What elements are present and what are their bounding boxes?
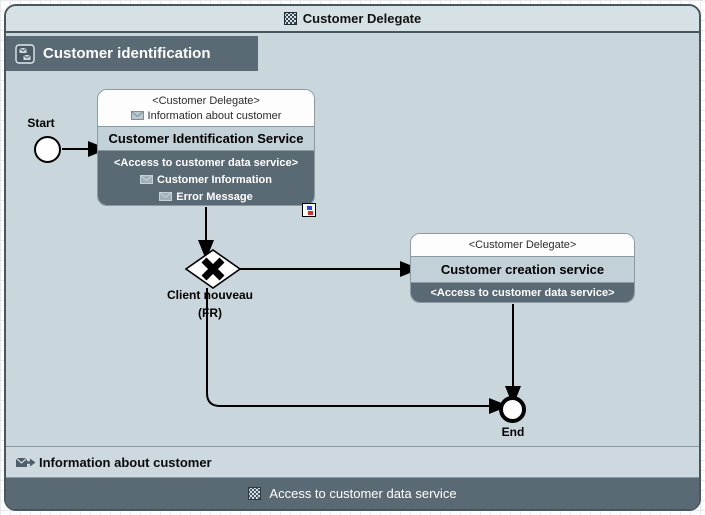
task1-footer: <Access to customer data service> Custom… (98, 151, 314, 205)
choreography-icon (15, 43, 35, 64)
task2-service-label: <Access to customer data service> (430, 286, 615, 299)
task1-output-0: Customer Information (157, 173, 272, 186)
marker-red-dot (308, 211, 313, 215)
subprocess-title: Customer identification (43, 45, 211, 62)
task2-title: Customer creation service (411, 256, 634, 283)
subprocess-header[interactable]: Customer identification (6, 36, 258, 71)
envelope-icon (140, 175, 154, 184)
pool-customer-delegate[interactable]: Customer Delegate Customer identificatio… (4, 4, 701, 511)
task-customer-creation-service[interactable]: <Customer Delegate> Customer creation se… (410, 233, 635, 303)
task2-vendor-label: <Customer Delegate> (468, 239, 577, 251)
envelope-arrow-icon (15, 457, 36, 467)
service-bar[interactable]: Access to customer data service (6, 478, 699, 509)
task1-header: <Customer Delegate> Information about cu… (98, 90, 314, 126)
envelope-icon (130, 111, 144, 120)
start-event-label: Start (27, 116, 55, 130)
gear-checker-icon (248, 487, 262, 500)
pool-title: Customer Delegate (302, 11, 422, 26)
sequence-flows (62, 141, 521, 414)
task1-title: Customer Identification Service (98, 126, 314, 151)
task1-output-1: Error Message (176, 190, 253, 203)
end-event[interactable] (499, 396, 526, 423)
task1-service-label: <Access to customer data service> (113, 156, 299, 169)
exclusive-gateway[interactable] (184, 249, 242, 289)
envelope-icon (159, 192, 173, 201)
flow-gateway-to-end[interactable] (206, 288, 509, 414)
start-event[interactable] (34, 136, 61, 163)
task-customer-identification-service[interactable]: <Customer Delegate> Information about cu… (97, 89, 315, 206)
marker-blue-dot (307, 206, 312, 210)
end-event-label: End (501, 425, 525, 439)
gateway-label-line2: (FR) (198, 306, 222, 320)
gateway-label: Client nouveau (FR) (151, 288, 269, 320)
service-bar-label: Access to customer data service (269, 486, 457, 501)
gateway-label-line1: Client nouveau (166, 288, 253, 302)
task1-input-message: Information about customer (147, 109, 282, 122)
pool-body: Customer identification Start <Customer (6, 33, 699, 446)
validation-marker-icon[interactable] (302, 203, 316, 217)
task1-vendor-label: <Customer Delegate> (152, 94, 260, 107)
gear-checker-icon (283, 12, 297, 25)
task2-footer: <Access to customer data service> (411, 283, 634, 302)
pool-header[interactable]: Customer Delegate (6, 6, 699, 33)
data-object-row[interactable]: Information about customer (6, 446, 699, 478)
task2-header: <Customer Delegate> (411, 234, 634, 256)
data-object-label: Information about customer (39, 454, 212, 470)
